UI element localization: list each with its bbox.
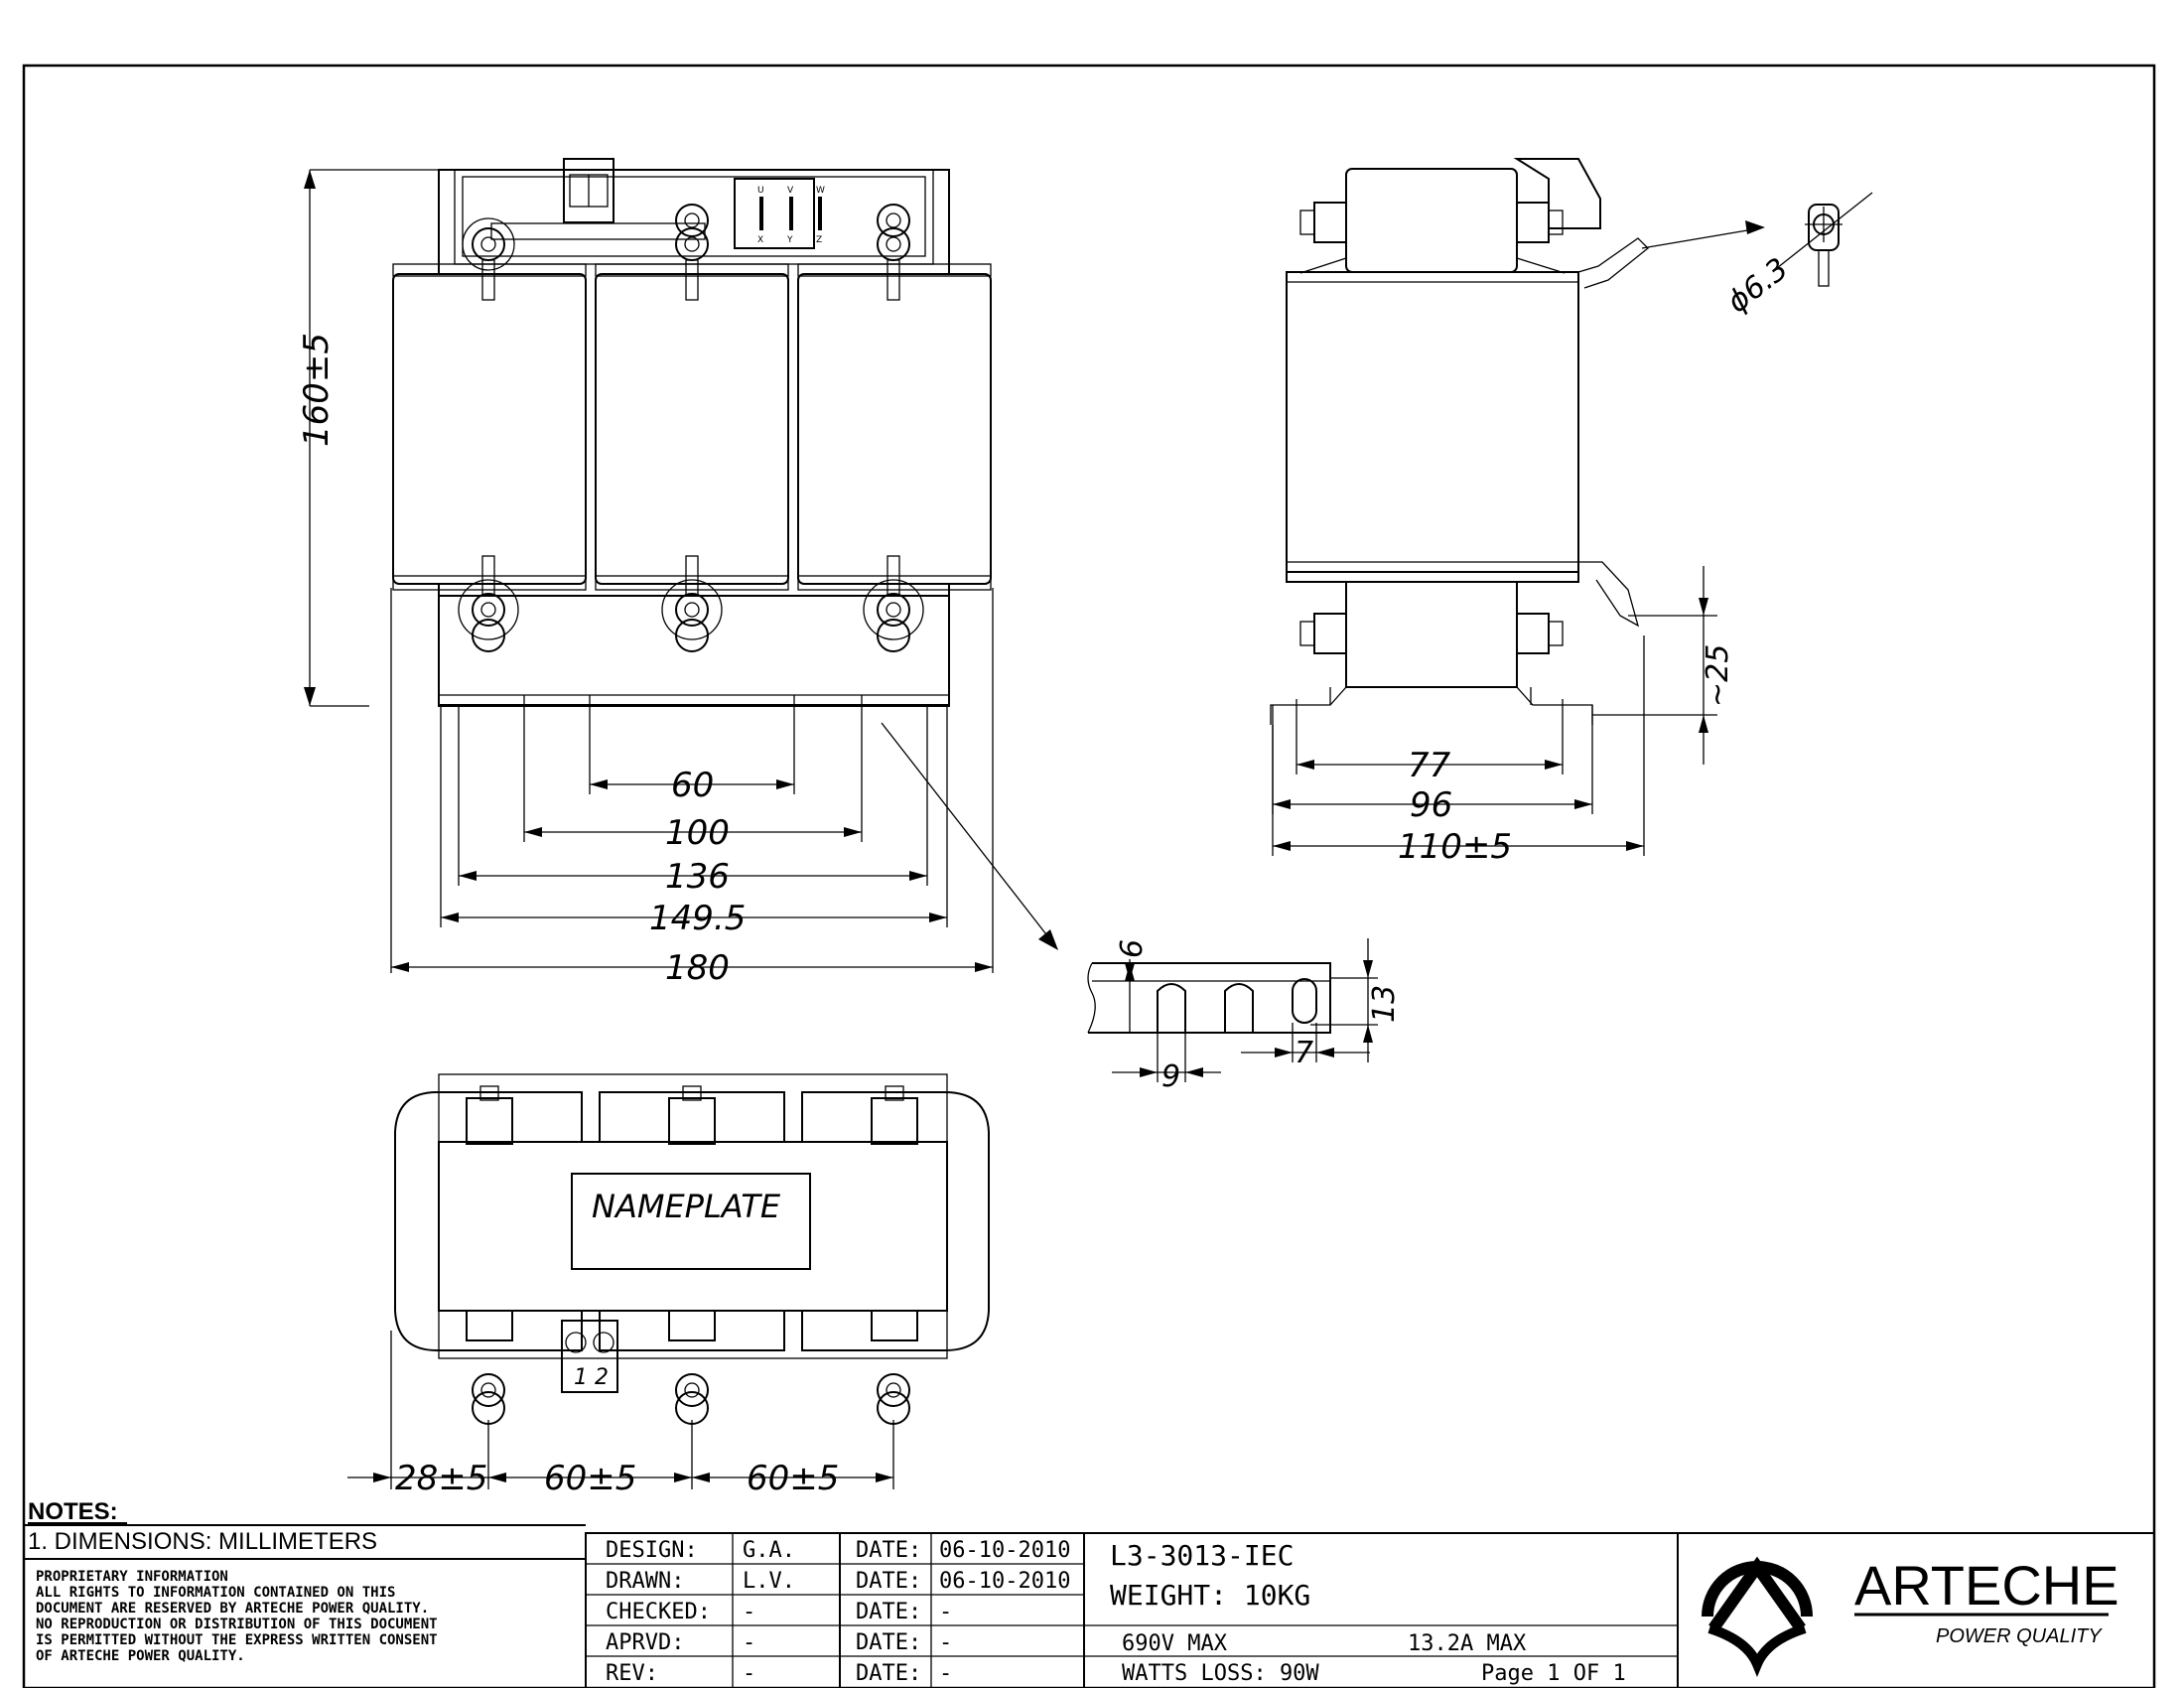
tb-current: 13.2A MAX bbox=[1408, 1631, 1527, 1656]
tb-part-number: L3-3013-IEC bbox=[1110, 1539, 1294, 1572]
tb-voltage: 690V MAX bbox=[1122, 1631, 1228, 1656]
tb-checked-value: - bbox=[743, 1600, 755, 1624]
bottom-lugs bbox=[458, 555, 924, 652]
notes-block: NOTES: 1. DIMENSIONS: MILLIMETERS PROPRI… bbox=[24, 1498, 586, 1664]
tb-aprvd-value: - bbox=[743, 1630, 755, 1655]
terminal-label-x: X bbox=[757, 235, 763, 245]
dim-149-5: 149.5 bbox=[649, 899, 746, 938]
proprietary-line-2: ALL RIGHTS TO INFORMATION CONTAINED ON T… bbox=[36, 1585, 395, 1601]
tb-drawn-date-label: DATE: bbox=[856, 1569, 921, 1594]
tb-drawn-date: 06-10-2010 bbox=[939, 1569, 1070, 1594]
dim-slot-6: 6 bbox=[1115, 939, 1150, 958]
notes-item-1: 1. DIMENSIONS: MILLIMETERS bbox=[28, 1528, 377, 1555]
tb-aprvd-date: - bbox=[939, 1630, 952, 1655]
proprietary-line-3: DOCUMENT ARE RESERVED BY ARTECHE POWER Q… bbox=[36, 1601, 429, 1617]
side-view: ϕ6.3 77 96 110±5 ~25 bbox=[1270, 158, 1873, 867]
tb-design-label: DESIGN: bbox=[606, 1538, 698, 1563]
tb-drawn-value: L.V. bbox=[743, 1569, 795, 1594]
tb-rev-label: REV: bbox=[606, 1661, 658, 1686]
tb-design-value: G.A. bbox=[743, 1538, 795, 1563]
tb-drawn-label: DRAWN: bbox=[606, 1569, 684, 1594]
dim-height-160: 160±5 bbox=[297, 333, 337, 447]
notes-heading: NOTES: bbox=[28, 1498, 118, 1525]
dim-slot-13: 13 bbox=[1367, 985, 1402, 1023]
dim-side-110: 110±5 bbox=[1398, 827, 1512, 867]
dim-136: 136 bbox=[665, 857, 730, 897]
dim-hole-6-3: ϕ6.3 bbox=[1720, 251, 1795, 320]
dim-top-60b: 60±5 bbox=[747, 1459, 839, 1498]
nameplate-label: NAMEPLATE bbox=[592, 1188, 781, 1225]
top-view: NAMEPLATE 1 2 28±5 60±5 bbox=[347, 1073, 990, 1498]
brand-tagline: POWER QUALITY bbox=[1936, 1625, 2103, 1647]
tb-design-date-label: DATE: bbox=[856, 1538, 921, 1563]
terminal-label-w: W bbox=[816, 186, 825, 196]
coil-middle bbox=[595, 273, 789, 585]
tb-checked-label: CHECKED: bbox=[606, 1600, 711, 1624]
top-lugs bbox=[462, 204, 910, 301]
dim-side-96: 96 bbox=[1410, 785, 1452, 825]
arteche-logo-icon bbox=[1702, 1556, 1813, 1677]
dim-slot-9: 9 bbox=[1161, 1059, 1180, 1094]
dim-top-28: 28±5 bbox=[395, 1459, 487, 1498]
dim-top-60a: 60±5 bbox=[544, 1459, 636, 1498]
proprietary-line-4: NO REPRODUCTION OR DISTRIBUTION OF THIS … bbox=[36, 1617, 438, 1632]
tb-weight: WEIGHT: 10KG bbox=[1110, 1579, 1310, 1612]
proprietary-line-6: OF ARTECHE POWER QUALITY. bbox=[36, 1648, 245, 1664]
dim-60: 60 bbox=[671, 766, 714, 805]
terminal-label-u: U bbox=[757, 186, 764, 196]
tb-checked-date: - bbox=[939, 1600, 952, 1624]
coil-right bbox=[797, 273, 992, 585]
proprietary-line-5: IS PERMITTED WITHOUT THE EXPRESS WRITTEN… bbox=[36, 1632, 438, 1648]
terminal-block-label: 1 2 bbox=[574, 1365, 609, 1390]
dim-100: 100 bbox=[665, 813, 730, 853]
terminal-label-v: V bbox=[787, 186, 794, 196]
dim-slot-7: 7 bbox=[1295, 1036, 1313, 1070]
tb-rev-value: - bbox=[743, 1661, 755, 1686]
front-horizontal-dims: 60 100 136 149.5 180 bbox=[390, 588, 994, 988]
brand-name: ARTECHE bbox=[1854, 1554, 2119, 1617]
tb-rev-date: - bbox=[939, 1661, 952, 1686]
title-block: DESIGN: G.A. DATE: 06-10-2010 DRAWN: L.V… bbox=[585, 1532, 2155, 1688]
tb-rev-date-label: DATE: bbox=[856, 1661, 921, 1686]
tb-watts-loss: WATTS LOSS: 90W bbox=[1122, 1661, 1319, 1686]
sheet-border bbox=[22, 64, 2156, 1688]
coil-left bbox=[392, 273, 587, 585]
terminal-label-y: Y bbox=[786, 235, 793, 245]
dim-side-77: 77 bbox=[1408, 746, 1451, 785]
dim-side-25: ~25 bbox=[1701, 644, 1735, 707]
tb-aprvd-label: APRVD: bbox=[606, 1630, 684, 1655]
tb-page: Page 1 OF 1 bbox=[1481, 1661, 1626, 1686]
slot-detail: 6 13 9 7 bbox=[1087, 938, 1402, 1094]
tb-checked-date-label: DATE: bbox=[856, 1600, 921, 1624]
nameplate-box bbox=[571, 1173, 811, 1270]
terminal-label-plate: U V W X Y Z bbox=[757, 186, 825, 245]
tb-aprvd-date-label: DATE: bbox=[856, 1630, 921, 1655]
dim-180: 180 bbox=[665, 948, 730, 988]
terminal-label-z: Z bbox=[816, 235, 822, 245]
front-view: U V W X Y Z bbox=[297, 158, 1058, 988]
proprietary-line-1: PROPRIETARY INFORMATION bbox=[36, 1569, 228, 1585]
tb-design-date: 06-10-2010 bbox=[939, 1538, 1070, 1563]
